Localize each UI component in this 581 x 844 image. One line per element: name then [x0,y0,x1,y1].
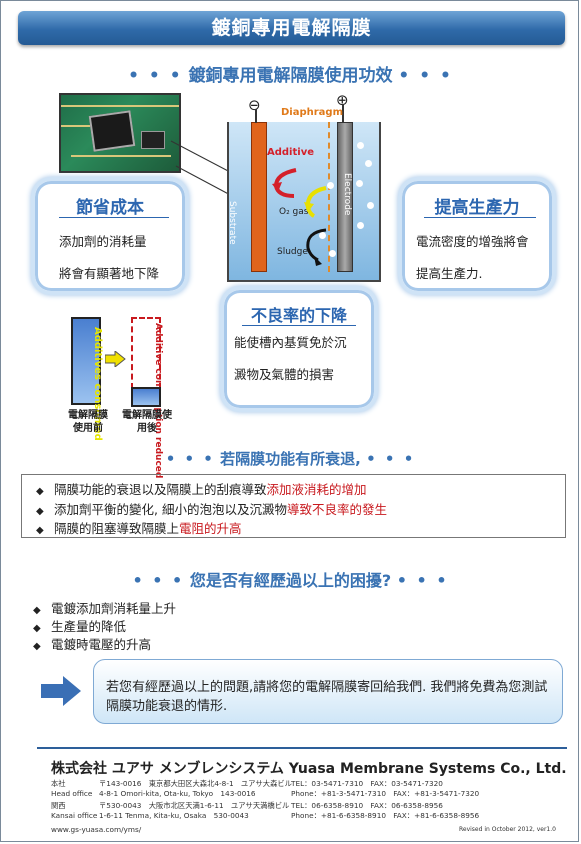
section-usage-title: • • • 鍍銅專用電解隔膜使用功效 • • • [1,61,578,86]
revision-note: Revised in October 2012, ver1.0 [459,826,556,833]
cost-line-1: 添加劑的消耗量 [59,234,147,249]
title-underline [424,217,536,218]
additive-before-bar: Additives consumed [71,317,103,441]
diaphragm-label: Diaphragm [281,107,344,118]
section-usage-heading: 鍍銅專用電解隔膜使用功效 [188,66,393,86]
productivity-line-2: 提高生產力. [416,266,483,281]
substrate-label: Substrate [227,201,237,245]
website-link[interactable]: www.gs-yuasa.com/yms/ [51,825,142,834]
sludge-label: Sludge [277,247,308,257]
defect-line-1: 能使槽內基質免於沉 [234,335,347,350]
dots-left: • • • [128,66,183,86]
title-underline [242,325,356,326]
substrate-electrode [251,122,267,272]
section-trouble-heading: 您是否有經歷過以上的困擾? [189,571,392,590]
defect-line-2: 澱物及氣體的損害 [234,367,335,382]
productivity-card: 提高生產力 電流密度的增強將會 提高生產力. [398,177,556,295]
list-item: ◆隔膜功能的衰退以及隔膜上的刮痕導致添加液消耗的增加 [36,482,367,497]
o2-gas-label: O₂ gas [279,207,309,217]
section-degradation-heading: 若隔膜功能有所衰退, [220,450,361,468]
section-trouble-title: • • • 您是否有經歷過以上的困擾? • • • [132,571,449,590]
anode-electrode [337,122,353,272]
plus-terminal-icon: ⊕ [336,91,349,109]
defect-reduction-card: 不良率的下降 能使槽內基質免於沉 澱物及氣體的損害 [220,286,378,412]
list-item: ◆生產量的降低 [33,619,127,634]
list-item: ◆電鍍時電壓的升高 [33,637,152,652]
after-caption: 電解隔膜使用後 [122,410,172,434]
company-name: 株式会社 ユアサ メンブレンシステム Yuasa Membrane System… [51,761,567,777]
diaphragm-line [328,122,330,272]
electrode-label: Electrode [342,173,352,216]
title-banner: 鍍銅專用電解隔膜 [18,11,565,45]
cost-saving-title: 節省成本 [76,198,144,218]
list-item: ◆添加劑平衡的變化, 細小的泡泡以及沉澱物導致不良率的發生 [36,502,387,517]
list-item: ◆隔膜的阻塞導致隔膜上電阻的升高 [36,521,242,536]
flow-arrows-icon [272,168,327,266]
productivity-line-1: 電流密度的增強將會 [416,234,529,249]
call-to-action-box: 若您有經歷過以上的問題,請將您的電解隔膜寄回給我們. 我們將免費為您測試隔膜功能… [93,659,563,724]
additive-reduced-box: Additive consumption reduced [131,317,163,478]
defect-title: 不良率的下降 [250,306,347,325]
circuit-board-photo [59,93,181,173]
arrow-right-icon [105,351,126,367]
call-to-action-text: 若您有經歷過以上的問題,請將您的電解隔膜寄回給我們. 我們將免費為您測試隔膜功能… [106,680,548,714]
arrow-right-icon [41,676,81,706]
cost-saving-card: 節省成本 添加劑的消耗量 將會有顯著地下降 [31,177,189,295]
before-caption: 電解隔膜使用前 [68,410,108,434]
section-degradation-title: • • • 若隔膜功能有所衰退, • • • [165,450,416,468]
list-item: ◆電鍍添加劑消耗量上升 [33,601,177,616]
cost-line-2: 將會有顯著地下降 [59,266,160,281]
dots-right: • • • [398,66,453,86]
additive-label: Additive [267,147,314,158]
footer-divider [37,747,567,749]
additive-after-bar [131,387,161,407]
degradation-list: ◆隔膜功能的衰退以及隔膜上的刮痕導致添加液消耗的增加 ◆添加劑平衡的變化, 細小… [21,474,566,538]
productivity-title: 提高生產力 [434,198,520,218]
title-underline [59,217,169,218]
minus-terminal-icon: ⊖ [248,96,261,114]
